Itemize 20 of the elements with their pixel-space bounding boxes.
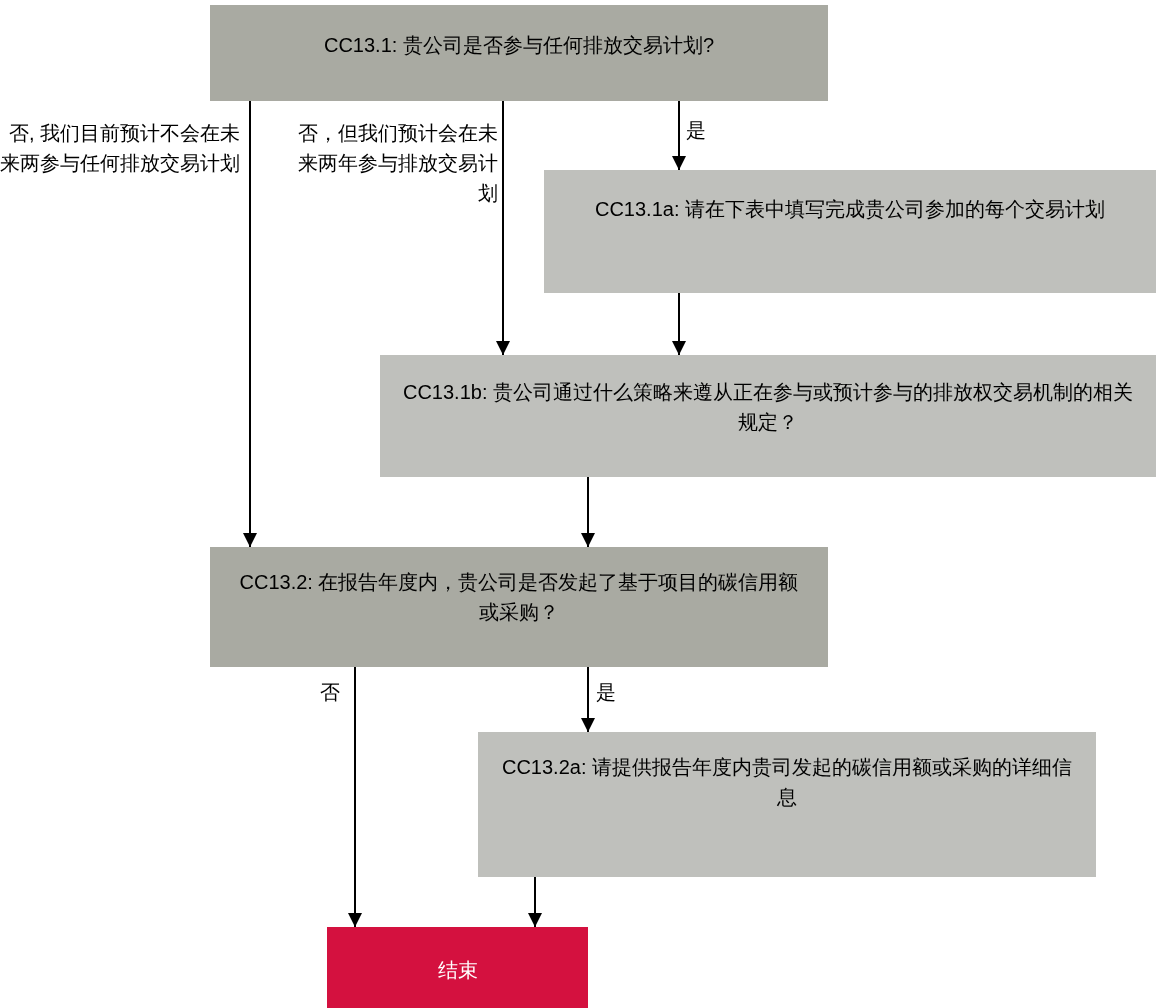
process-box [210, 547, 828, 667]
process-box [210, 5, 828, 101]
node-text: 结束 [437, 958, 478, 983]
arrow [528, 876, 542, 928]
arrow [348, 666, 362, 928]
arrow [581, 476, 595, 548]
arrow [496, 100, 510, 356]
process-box [478, 732, 1096, 877]
node-text: CC13.1b: 贵公司通过什么策略来遵从正在参与或预计参与的排放权交易机制的相关规定？ [401, 380, 1135, 435]
arrow [672, 100, 686, 171]
arrow [581, 666, 595, 733]
process-box [380, 355, 1156, 477]
node-text: CC13.1a: 请在下表中填写完成贵公司参加的每个交易计划 [594, 197, 1106, 222]
node-text: CC13.2a: 请提供报告年度内贵司发起的碳信用额或采购的详细信息 [500, 755, 1074, 810]
process-box [544, 170, 1156, 293]
node-text: CC13.2: 在报告年度内，贵公司是否发起了基于项目的碳信用额或采购？ [238, 570, 800, 625]
arrow [672, 292, 686, 356]
arrow [243, 100, 257, 548]
node-text: CC13.1: 贵公司是否参与任何排放交易计划? [323, 33, 715, 58]
end-box [327, 927, 588, 1008]
